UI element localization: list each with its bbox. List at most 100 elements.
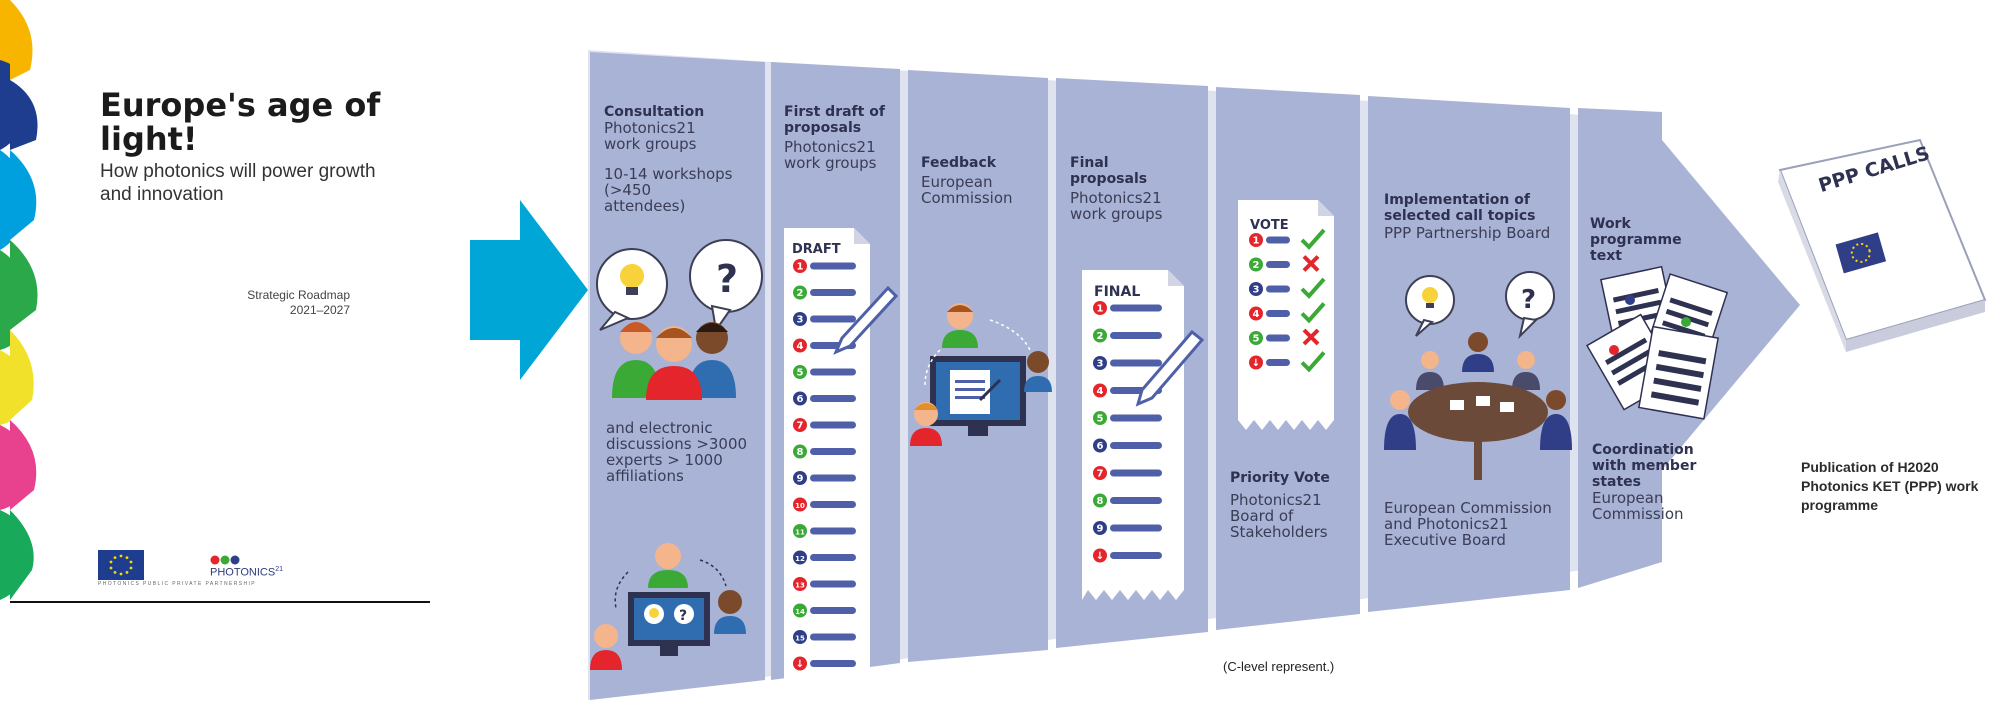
step-detail: 10-14 workshops (>450 attendees) <box>604 165 733 215</box>
list-number: 2 <box>1097 331 1104 342</box>
photonics-logo-sup: 21 <box>275 566 283 573</box>
list-line <box>810 554 856 561</box>
step-title: Implementation of selected call topics <box>1384 192 1536 224</box>
svg-text:?: ? <box>716 257 738 301</box>
draft-label: DRAFT <box>792 242 841 257</box>
step-work-programme-title: Work programme text <box>1590 216 1682 264</box>
roadmap-label: Strategic Roadmap <box>247 288 350 302</box>
list-line <box>810 395 856 402</box>
footnote: (C-level represent.) <box>1223 659 1335 674</box>
people-group-icon <box>612 322 736 400</box>
photonics21-logo: PHOTONICS21 <box>210 566 283 579</box>
eu-flag-icon <box>98 550 144 580</box>
publication-text: Publication of H2020 Photonics KET (PPP)… <box>1801 459 1979 513</box>
list-line <box>1110 552 1162 559</box>
list-number: 2 <box>1253 260 1260 271</box>
step-priority-vote: Priority Vote Photonics21 Board of Stake… <box>1230 470 1355 540</box>
list-number: 1 <box>1253 236 1260 247</box>
step-feedback: Feedback European Commission <box>921 155 1041 206</box>
list-line <box>810 368 856 376</box>
list-number-badge <box>1093 548 1107 563</box>
step-title: Priority Vote <box>1230 470 1330 486</box>
roadmap-years: 2021–2027 <box>289 303 350 317</box>
list-line <box>1110 469 1162 477</box>
list-number: 8 <box>797 447 804 458</box>
list-number: 15 <box>795 635 805 643</box>
list-line <box>1266 236 1290 244</box>
step-first-draft: First draft of proposals Photonics21 wor… <box>784 104 896 171</box>
photonics-logo-word: PHOTONICS <box>210 566 276 579</box>
approve-check-icon <box>1300 302 1326 324</box>
list-number-badge <box>793 391 807 406</box>
list-number-badge <box>1249 282 1263 296</box>
reject-mark-icon <box>1302 255 1320 272</box>
list-number-badge <box>1093 301 1107 315</box>
list-line <box>810 315 856 323</box>
list-line <box>810 474 856 482</box>
list-line <box>810 289 856 296</box>
list-number-badge <box>793 365 807 379</box>
list-number-badge <box>793 285 807 300</box>
step-subtitle: PPP Partnership Board <box>1384 224 1551 242</box>
final-label: FINAL <box>1094 284 1141 300</box>
list-number: 13 <box>795 582 805 590</box>
reject-mark-icon <box>1302 328 1320 346</box>
list-number-badge <box>1093 356 1107 370</box>
list-number-badge <box>1093 438 1107 453</box>
step-consultation: Consultation Photonics21 work groups 10-… <box>604 104 764 214</box>
list-number: 10 <box>795 502 805 510</box>
step-owner: Photonics21 work groups <box>784 138 877 172</box>
list-number: 11 <box>795 529 805 537</box>
list-number-badge <box>793 444 807 459</box>
list-line <box>810 607 856 614</box>
list-line <box>1110 497 1162 504</box>
list-number-badge <box>793 497 807 512</box>
feedback-discussion-icon <box>910 303 1052 446</box>
step-owner-title: Coordination with member states <box>1592 442 1697 490</box>
list-number-badge <box>1249 331 1263 345</box>
list-line <box>810 633 856 641</box>
ppp-calls-book-icon <box>1778 138 1987 352</box>
list-number: ↓ <box>1252 358 1260 369</box>
list-number-badge <box>793 524 807 538</box>
list-line <box>1266 285 1290 293</box>
vote-label: VOTE <box>1250 218 1289 233</box>
list-number: 2 <box>797 288 804 299</box>
work-programme-docs-icon <box>1585 265 1729 420</box>
list-number-badge <box>1093 411 1107 425</box>
list-number-badge <box>1249 355 1263 370</box>
list-number: 5 <box>1253 334 1260 345</box>
list-number: 4 <box>797 341 804 352</box>
list-number: 1 <box>1097 304 1104 315</box>
panel-implementation <box>1368 96 1570 612</box>
list-line <box>1110 359 1162 367</box>
list-number-badge <box>793 312 807 326</box>
step-implementation: Implementation of selected call topics P… <box>1384 192 1564 241</box>
step-title: Final proposals <box>1070 155 1148 187</box>
list-number-badge <box>1093 493 1107 508</box>
step-owner: European Commission <box>1592 489 1684 523</box>
list-line <box>810 262 856 270</box>
approve-check-icon <box>1300 228 1326 250</box>
list-line <box>1110 442 1162 449</box>
list-number-badge <box>793 630 807 644</box>
list-number: 8 <box>1097 496 1104 507</box>
cyan-arrow-icon <box>470 200 588 380</box>
list-line <box>1110 332 1162 339</box>
board-meeting-icon: ? <box>1384 271 1572 480</box>
list-number: 9 <box>797 474 804 485</box>
list-number: ↓ <box>796 659 804 670</box>
cover-bottom-rule <box>10 601 430 603</box>
list-number: 4 <box>1097 386 1104 397</box>
list-line <box>810 660 856 667</box>
list-line <box>810 448 856 455</box>
list-line <box>810 501 856 508</box>
step-owner: European Commission <box>921 173 1013 207</box>
list-number: 5 <box>1097 414 1104 425</box>
photonics-dots-icon <box>210 555 240 565</box>
step-owner: Photonics21 work groups <box>1070 189 1163 223</box>
svg-text:?: ? <box>1521 285 1536 315</box>
